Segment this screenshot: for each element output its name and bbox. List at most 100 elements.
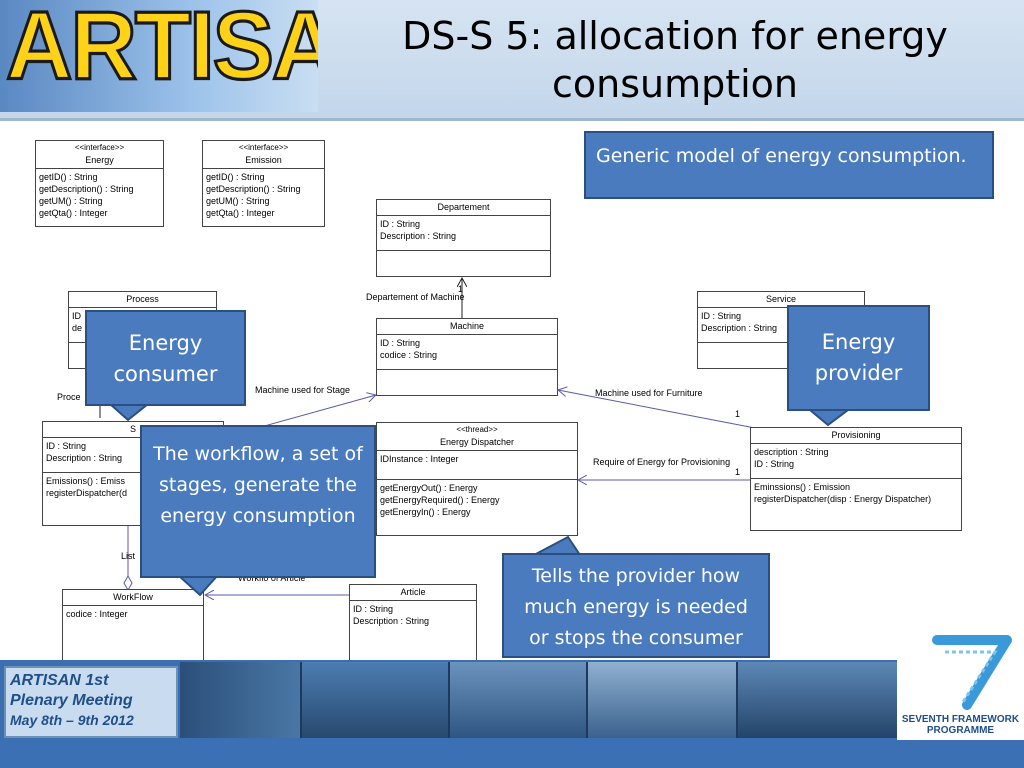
artisan-logo: ARTISAN xyxy=(0,0,318,112)
class-energy-dispatcher: <<thread>> Energy Dispatcher IDInstance … xyxy=(376,422,578,536)
class-name: Article xyxy=(350,585,476,601)
operation: getUM() : String xyxy=(206,196,270,206)
operation: getQta() : Integer xyxy=(206,208,275,218)
slide-title: DS-S 5: allocation for energy consumptio… xyxy=(330,12,1020,108)
stage-machine-line xyxy=(249,395,376,431)
class-attributes: ID : String Description : String xyxy=(350,601,476,629)
class-emission: <<interface>> Emission getID() : String … xyxy=(202,140,325,227)
class-stereotype: <<thread>> xyxy=(456,425,498,434)
class-departement: Departement ID : String Description : St… xyxy=(376,199,551,277)
class-article: Article ID : String Description : String xyxy=(349,584,477,662)
bottom-bar xyxy=(0,740,1024,768)
meeting-line2: Plenary Meeting xyxy=(10,692,133,709)
fp7-seven-icon xyxy=(932,635,1012,710)
association-label-machine-used-for-stage: Machine used for Stage xyxy=(255,385,351,395)
multiplicity-label: 1 xyxy=(735,409,741,419)
class-operations: getID() : String getDescription() : Stri… xyxy=(203,169,324,221)
slide-title-line2: consumption xyxy=(551,62,799,106)
aggregation-diamond xyxy=(123,574,133,592)
multiplicity-label: 1 xyxy=(458,284,464,294)
slide-title-line1: DS-S 5: allocation for energy xyxy=(402,14,948,58)
meeting-date: May 8th – 9th 2012 xyxy=(10,712,134,728)
class-name: Departement xyxy=(377,200,550,216)
operation: getQta() : Integer xyxy=(39,208,108,218)
operation: getDescription() : String xyxy=(206,184,301,194)
callout-energy-provider: Energy provider xyxy=(787,305,930,411)
attribute: codice : String xyxy=(380,350,438,360)
class-name: Energy Dispatcher xyxy=(377,435,577,451)
meeting-badge: ARTISAN 1st Plenary Meeting May 8th – 9t… xyxy=(4,666,178,738)
class-operations: getEnergyOut() : Energy getEnergyRequire… xyxy=(377,480,577,520)
fp7-logo: SEVENTH FRAMEWORK PROGRAMME xyxy=(897,630,1024,740)
class-stereotype: <<interface>> xyxy=(238,143,289,152)
operation: Eminssions() : Emission xyxy=(754,482,851,492)
class-name: Service xyxy=(698,292,864,308)
class-name: Process xyxy=(69,292,216,308)
attribute: ID xyxy=(72,311,81,321)
class-machine: Machine ID : String codice : String xyxy=(376,318,558,396)
footer-photo xyxy=(448,662,588,738)
artisan-logo-text: ARTISAN xyxy=(5,0,318,101)
association-label-workflow-of-article: Workflo of Article xyxy=(238,573,306,583)
class-operations: Emissions() : Emiss registerDispatcher(d xyxy=(43,473,223,501)
class-attributes: ID : String Description : String xyxy=(698,308,864,343)
operation: getID() : String xyxy=(206,172,265,182)
attribute: Description : String xyxy=(380,231,457,241)
attribute: ID : String xyxy=(754,459,795,469)
attribute: description : String xyxy=(754,447,829,457)
class-attributes: ID : String codice : String xyxy=(377,335,557,370)
provisioning-machine-line xyxy=(558,390,756,429)
association-label-departement-of-machine: Departement of Machine xyxy=(366,292,465,302)
operation: getDescription() : String xyxy=(39,184,134,194)
attribute: IDInstance : Integer xyxy=(380,454,459,464)
class-attributes: ID : String Description : String xyxy=(377,216,550,251)
class-operations: Eminssions() : Emission registerDispatch… xyxy=(751,479,961,507)
operation: getUM() : String xyxy=(39,196,103,206)
callout-energy-provider-text: Energy provider xyxy=(814,330,903,385)
callout-provider-note: Tells the provider how much energy is ne… xyxy=(502,553,770,658)
callout-generic-model: Generic model of energy consumption. xyxy=(584,131,994,199)
callout-generic-model-text: Generic model of energy consumption. xyxy=(596,145,967,167)
attribute: codice : Integer xyxy=(66,609,128,619)
fp7-text: SEVENTH FRAMEWORK PROGRAMME xyxy=(897,714,1024,736)
fp7-text-line2: PROGRAMME xyxy=(926,725,995,736)
class-name: WorkFlow xyxy=(63,590,203,606)
association-label-process: Proce xyxy=(57,392,81,402)
association-label-machine-used-for-furniture: Machine used for Furniture xyxy=(595,388,703,398)
footer-photo xyxy=(736,662,900,738)
class-name: Energy xyxy=(36,153,163,169)
fp7-text-line1: SEVENTH FRAMEWORK xyxy=(901,714,1020,725)
class-attributes: codice : Integer xyxy=(63,606,203,622)
association-label-list: List xyxy=(121,551,136,561)
callout-workflow-note: The workflow, a set of stages, generate … xyxy=(140,425,376,578)
operation: registerDispatcher(disp : Energy Dispatc… xyxy=(754,494,932,504)
attribute: Description : String xyxy=(701,323,778,333)
callout-energy-consumer-text: Energy consumer xyxy=(113,331,218,386)
operation: getID() : String xyxy=(39,172,98,182)
class-operations xyxy=(377,370,557,390)
attribute: Description : String xyxy=(353,616,430,626)
class-name: S xyxy=(43,422,223,438)
operation: Emissions() : Emiss xyxy=(46,476,126,486)
class-attributes: IDInstance : Integer xyxy=(377,451,577,480)
class-attributes: description : String ID : String xyxy=(751,444,961,479)
class-name: Machine xyxy=(377,319,557,335)
attribute: ID : String xyxy=(380,219,421,229)
class-provisioning: Provisioning description : String ID : S… xyxy=(750,427,962,531)
operation: getEnergyIn() : Energy xyxy=(380,507,471,517)
attribute: ID : String xyxy=(380,338,421,348)
class-stereotype: <<interface>> xyxy=(74,143,125,152)
callout-provider-note-text: Tells the provider how much energy is ne… xyxy=(524,565,748,649)
attribute: ID : String xyxy=(353,604,394,614)
meeting-line1: ARTISAN 1st xyxy=(10,672,109,689)
class-operations: getID() : String getDescription() : Stri… xyxy=(36,169,163,221)
attribute: ID : String xyxy=(701,311,742,321)
class-name: Provisioning xyxy=(751,428,961,444)
class-workflow: WorkFlow codice : Integer xyxy=(62,589,204,661)
footer-photo xyxy=(300,662,450,738)
class-attributes: ID : String Description : String xyxy=(43,438,223,473)
attribute: de xyxy=(72,323,83,333)
footer-photo xyxy=(586,662,738,738)
callout-workflow-note-text: The workflow, a set of stages, generate … xyxy=(153,443,363,527)
slide-header: ARTISAN DS-S 5: allocation for energy co… xyxy=(0,0,1024,121)
